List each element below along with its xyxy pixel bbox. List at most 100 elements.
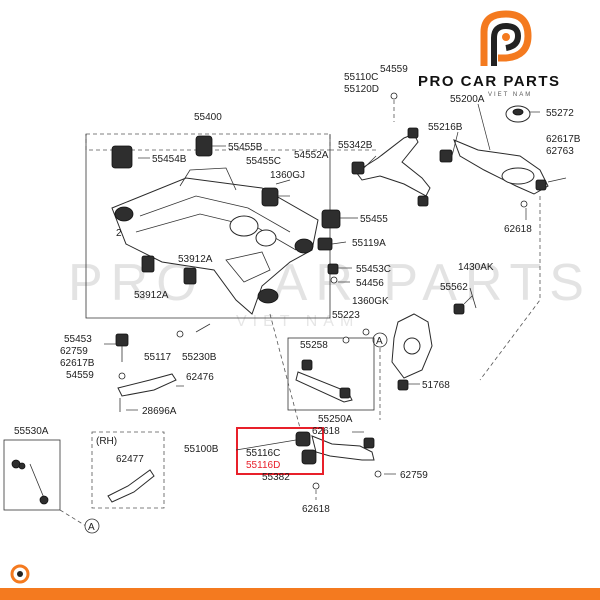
bushing-55342B bbox=[351, 161, 365, 175]
label-55272: 55272 bbox=[546, 108, 574, 119]
label-55200A: 55200A bbox=[450, 94, 485, 105]
label-62618-top: 62618 bbox=[504, 224, 532, 235]
label-62759-left: 62759 bbox=[60, 346, 88, 357]
bolt-55223 bbox=[342, 336, 350, 344]
label-55119A: 55119A bbox=[352, 238, 386, 249]
leader-lines bbox=[104, 103, 541, 475]
leader-55562 bbox=[463, 295, 473, 305]
label-62618-mid: 62618 bbox=[312, 426, 340, 437]
bolt-1360GJ bbox=[275, 179, 291, 185]
label-55120D: 55120D bbox=[344, 84, 379, 95]
leader-55200A bbox=[477, 103, 491, 151]
label-55250A: 55250A bbox=[318, 414, 353, 425]
bolt-54456 bbox=[330, 276, 338, 284]
subframe-body bbox=[111, 177, 319, 315]
bushing-55453 bbox=[115, 333, 129, 347]
label-55455: 55455 bbox=[360, 214, 388, 225]
bushing-upper-arm bbox=[407, 127, 419, 139]
rear-subframe: 2 bbox=[111, 167, 319, 315]
label-55116D: 55116D bbox=[246, 460, 280, 471]
rh-bracket-box bbox=[91, 431, 165, 509]
ref-circle-A-stab bbox=[84, 518, 100, 534]
subframe-rib-2 bbox=[135, 213, 297, 251]
ref-A-stab: A bbox=[88, 522, 95, 533]
subframe-rib-4 bbox=[225, 251, 271, 283]
label-55400: 55400 bbox=[194, 112, 222, 123]
leader-55119A bbox=[331, 241, 347, 245]
bushing-55455 bbox=[321, 209, 341, 229]
bushing-55562 bbox=[453, 303, 465, 315]
stabilizer-link-box bbox=[3, 439, 61, 511]
label-1360GK: 1360GK bbox=[352, 296, 389, 307]
lower-link bbox=[287, 336, 375, 411]
part-labels: 55400 55455B 55454B 55455C 54552A 1360GJ… bbox=[14, 64, 581, 515]
spring-seat bbox=[501, 167, 535, 185]
label-62617B-top: 62617B bbox=[546, 134, 581, 145]
stab-link-rod bbox=[29, 463, 45, 499]
logo-mark-orange bbox=[480, 10, 532, 66]
left-hardware bbox=[115, 323, 211, 412]
stab-link-nut-top bbox=[18, 462, 26, 470]
bushing-55216B bbox=[439, 149, 453, 163]
leader-55100B bbox=[235, 439, 297, 451]
label-62618-bottom: 62618 bbox=[302, 504, 330, 515]
bushing-55119A bbox=[317, 237, 333, 251]
label-62617B-left: 62617B bbox=[60, 358, 95, 369]
upper-arm-body bbox=[355, 133, 431, 197]
label-55110C: 55110C bbox=[344, 72, 378, 83]
label-55216B: 55216B bbox=[428, 122, 463, 133]
ref-circle-A-knuckle bbox=[372, 332, 388, 348]
bushing-lower-link bbox=[339, 387, 351, 399]
control-arm-body bbox=[311, 435, 375, 461]
subframe-mount-left bbox=[114, 206, 134, 222]
bushing-55455B bbox=[195, 135, 213, 157]
subframe-rib-3 bbox=[179, 167, 237, 191]
bushing-spring-arm bbox=[535, 179, 547, 191]
bushings-top bbox=[111, 135, 341, 285]
bolt-54559-top bbox=[390, 92, 398, 100]
dash-subframe-to-arm bbox=[269, 313, 301, 429]
bracket-62476 bbox=[117, 373, 177, 397]
watermark-subtext: VIET NAM bbox=[236, 313, 359, 330]
label-62476: 62476 bbox=[186, 372, 214, 383]
label-55223: 55223 bbox=[332, 310, 360, 321]
label-55453C: 55453C bbox=[356, 264, 391, 275]
nut-54559-left bbox=[118, 372, 126, 380]
ref-A-knuckle: A bbox=[376, 336, 383, 347]
bracket-62477 bbox=[107, 469, 155, 503]
footer-logo-outer bbox=[10, 564, 30, 584]
label-55100B: 55100B bbox=[184, 444, 219, 455]
knuckle-hub bbox=[403, 337, 421, 355]
lower-control-arm bbox=[236, 427, 382, 500]
subframe-hole-1 bbox=[229, 215, 259, 237]
label-54456: 54456 bbox=[356, 278, 384, 289]
footer-brand-bar bbox=[0, 564, 600, 600]
subframe-hole-2 bbox=[255, 229, 277, 247]
bushing-53912A-2 bbox=[183, 267, 197, 285]
label-55382: 55382 bbox=[262, 472, 290, 483]
nut-62618-top bbox=[520, 200, 528, 208]
brand-logo: PRO CAR PARTS VIET NAM bbox=[418, 10, 559, 98]
label-55342B: 55342B bbox=[338, 140, 373, 151]
label-1430AK: 1430AK bbox=[458, 262, 494, 273]
label-53912A-2: 53912A bbox=[134, 290, 169, 301]
label-1360GJ: 1360GJ bbox=[270, 170, 305, 181]
label-55455C: 55455C bbox=[246, 156, 281, 167]
label-55230B: 55230B bbox=[182, 352, 217, 363]
footer-logo-inner bbox=[17, 571, 23, 577]
label-54552A: 54552A bbox=[294, 150, 329, 161]
nut-1360GK bbox=[362, 328, 370, 336]
label-55455B: 55455B bbox=[228, 142, 263, 153]
bolt-55230B bbox=[195, 323, 211, 333]
bushing-51768 bbox=[397, 379, 409, 391]
leader-A-stab bbox=[59, 509, 87, 527]
spring-arm-body bbox=[453, 139, 549, 195]
lower-link-body bbox=[295, 371, 353, 403]
label-62759-right: 62759 bbox=[400, 470, 428, 481]
footer-orange-bar bbox=[0, 588, 600, 600]
subframe-mount-right bbox=[294, 238, 314, 254]
label-54559-top: 54559 bbox=[380, 64, 408, 75]
stabilizer-link: A bbox=[3, 439, 100, 534]
